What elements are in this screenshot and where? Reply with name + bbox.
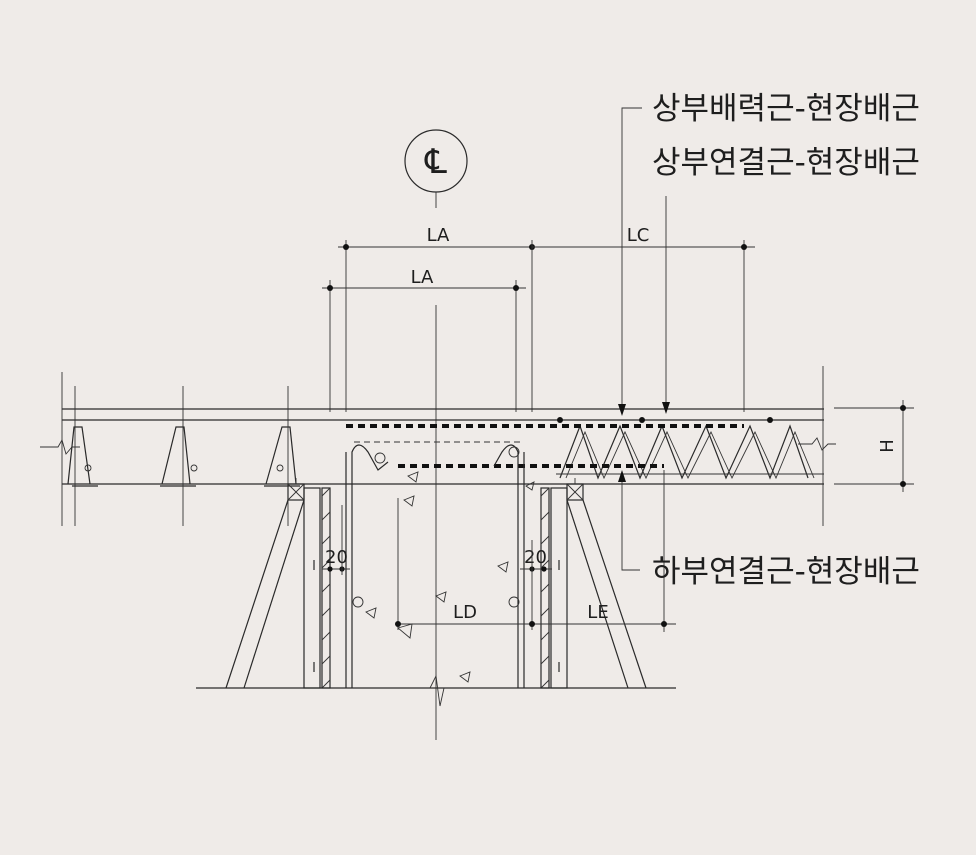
hook-bar-right [493,444,519,688]
bottom-connection-label: 하부연결근-현장배근 [652,554,920,590]
deck-ribs-left [67,386,300,526]
dimension-la-inner: LA [322,267,526,412]
dimension-la-outer: LA [338,225,540,412]
le-label: LE [587,602,608,623]
hook-bar-left [351,444,389,688]
break-mark-bottom [429,674,445,707]
clearance-right-label: 20 [524,547,547,568]
ld-label: LD [453,602,477,623]
truss-deck-right [556,417,824,480]
wall-section [345,444,535,688]
field-rebars [346,424,744,468]
dimension-h: H [834,400,914,492]
dimension-ld-le: LD LE [395,470,676,632]
clearance-left-label: 20 [325,547,348,568]
centerline-marker: ℄ [404,129,468,740]
top-connection-label: 상부연결근-현장배근 [652,145,920,181]
clearance-left: 20 [322,505,350,575]
break-mark-right [798,437,836,451]
formwork-right [540,478,647,689]
dimension-lc: LC [531,225,755,412]
break-mark-left [40,438,80,455]
la-outer-label: LA [427,225,450,246]
leader-top-connection [662,196,670,414]
h-label: H [877,439,898,453]
leader-top-distribution [618,107,642,416]
lc-label: LC [627,225,650,246]
centerline-symbol: ℄ [424,142,447,182]
formwork-left [225,478,331,689]
la-inner-label: LA [411,267,434,288]
leader-bottom-connection [618,470,640,571]
slab-section [40,366,836,526]
top-distribution-label: 상부배력근-현장배근 [652,91,920,127]
clearance-right: 20 [520,547,552,572]
